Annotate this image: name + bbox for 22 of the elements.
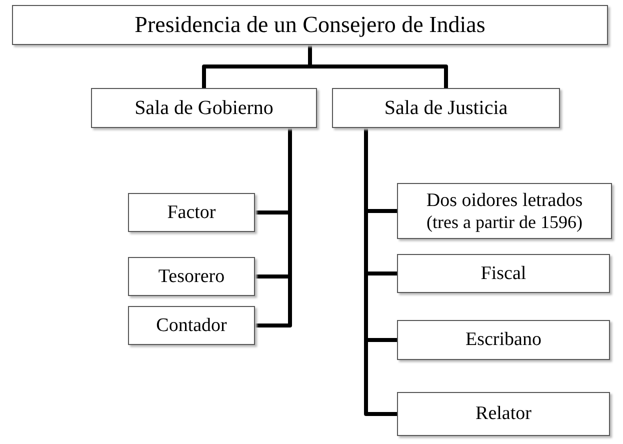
note-text: (tres a partir de 1596) bbox=[426, 212, 582, 232]
role-box bbox=[91, 88, 317, 128]
box-label: Tesorero bbox=[158, 266, 225, 288]
role-box bbox=[397, 392, 610, 436]
box-label: Presidencia de un Consejero de Indias bbox=[134, 12, 486, 38]
role-box bbox=[128, 193, 255, 232]
role-box bbox=[128, 257, 255, 296]
role-box bbox=[397, 254, 610, 293]
box-label: Sala de Justicia bbox=[384, 96, 508, 120]
role-box bbox=[128, 306, 255, 345]
role-box bbox=[397, 320, 610, 360]
box-label: Factor bbox=[167, 202, 216, 224]
box-label: Sala de Gobierno bbox=[134, 96, 274, 120]
connector-line bbox=[308, 45, 448, 88]
box-label: Fiscal bbox=[480, 262, 526, 284]
role-box bbox=[397, 183, 612, 239]
box-label: Escribano bbox=[466, 329, 542, 351]
box-label: Dos oidores letrados bbox=[426, 190, 583, 212]
box-label: Relator bbox=[476, 403, 532, 425]
box-label: Contador bbox=[156, 314, 227, 336]
title-box bbox=[12, 5, 608, 45]
role-box bbox=[332, 88, 560, 128]
